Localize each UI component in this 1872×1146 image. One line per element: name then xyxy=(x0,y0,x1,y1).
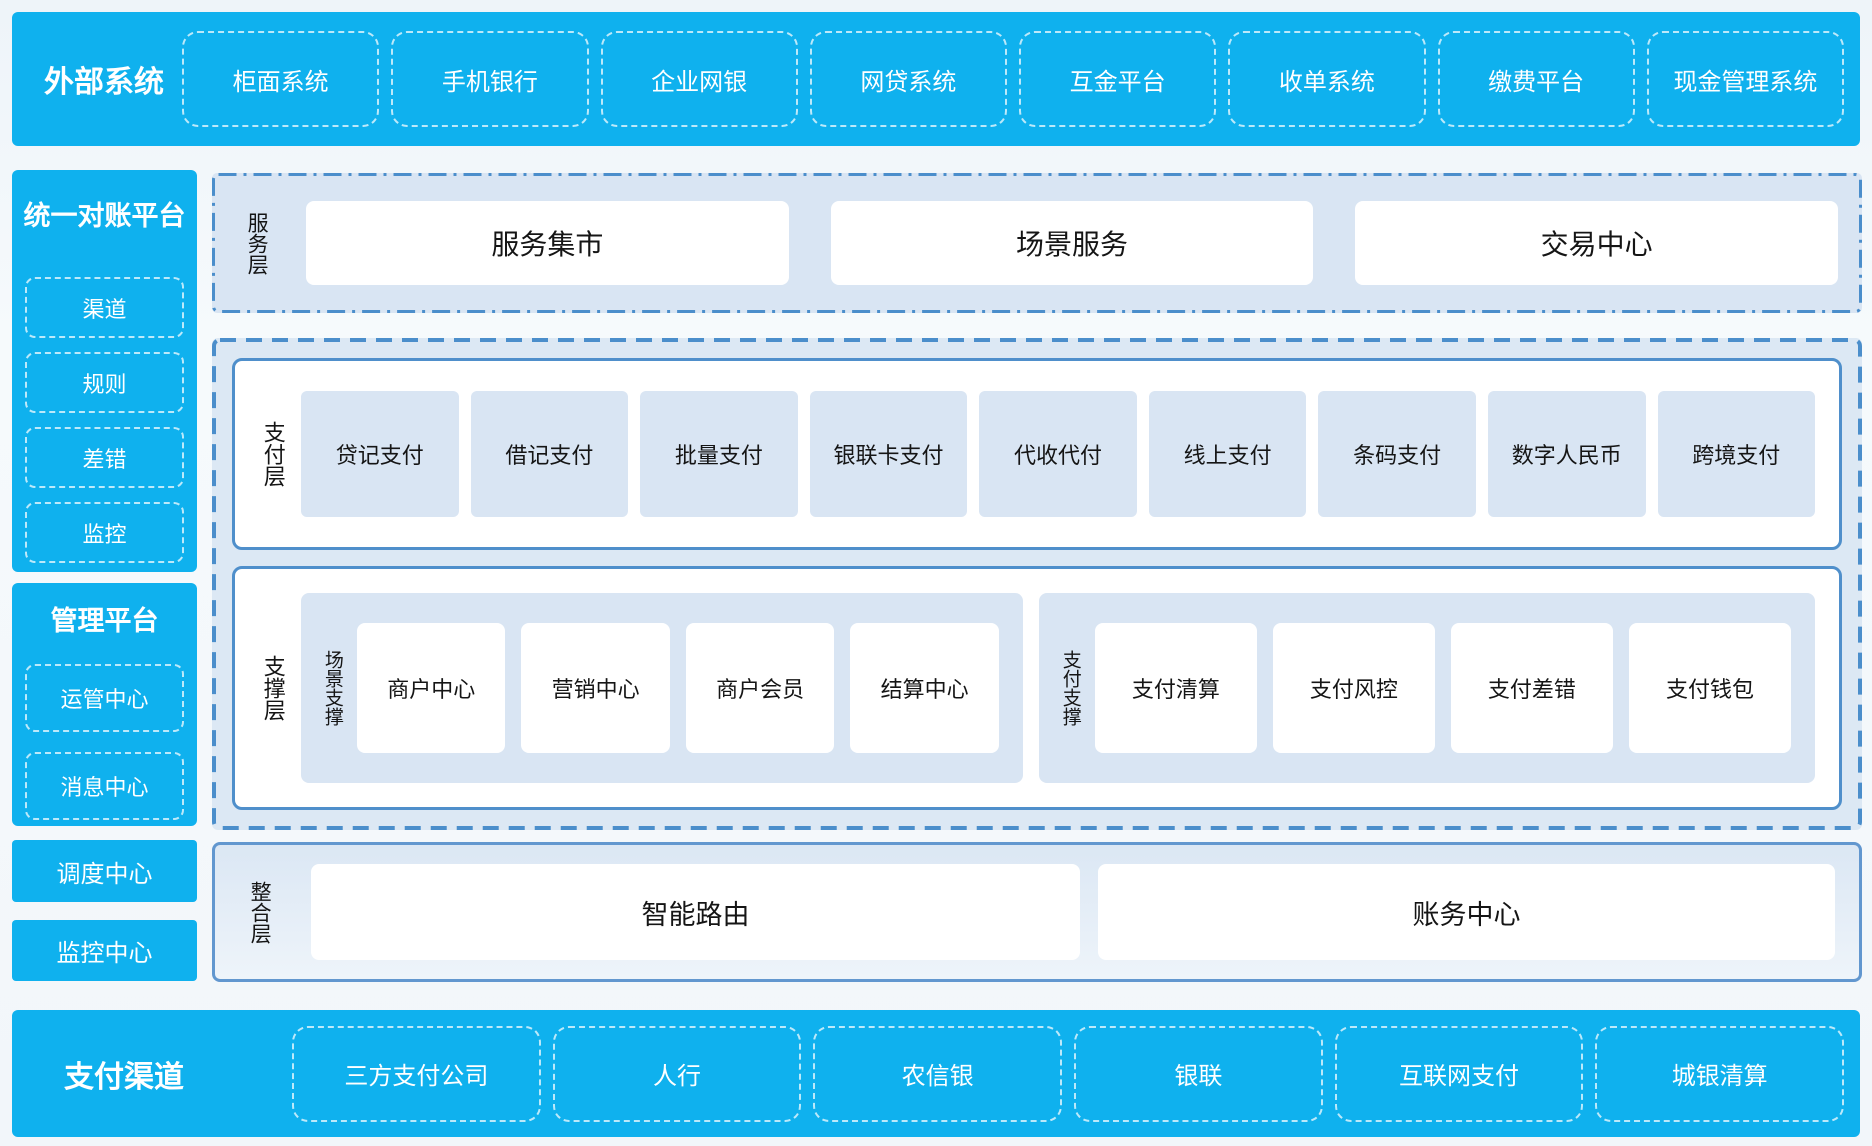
external-systems-items: 柜面系统 手机银行 企业网银 网贷系统 互金平台 收单系统 缴费平台 现金管理系… xyxy=(182,31,1844,127)
payment-channel-box: 人行 xyxy=(552,1025,802,1122)
external-system-box: 手机银行 xyxy=(391,31,589,127)
external-system-box: 缴费平台 xyxy=(1437,31,1635,127)
service-layer-panel: 服务层 服务集市 场景服务 交易中心 xyxy=(212,173,1862,313)
payment-card: 贷记支付 xyxy=(301,391,459,517)
integration-layer-label: 整合层 xyxy=(248,880,272,944)
service-layer-label: 服务层 xyxy=(245,211,269,275)
management-items: 运管中心 消息中心 xyxy=(25,664,184,820)
payment-card: 批量支付 xyxy=(640,391,798,517)
payment-channel-box: 三方支付公司 xyxy=(292,1025,541,1122)
external-system-box: 企业网银 xyxy=(600,31,798,127)
integration-layer-cards: 智能路由 账务中心 xyxy=(311,864,1835,960)
integration-card: 智能路由 xyxy=(311,864,1080,960)
service-card: 服务集市 xyxy=(306,201,789,285)
scheduling-center-block: 调度中心 xyxy=(12,840,197,902)
support-card: 支付差错 xyxy=(1450,623,1613,753)
payment-channel-box: 银联 xyxy=(1074,1025,1323,1122)
management-item: 消息中心 xyxy=(25,752,184,820)
payment-channel-box: 互联网支付 xyxy=(1334,1025,1584,1122)
external-system-box: 柜面系统 xyxy=(182,31,380,127)
payment-card: 借记支付 xyxy=(470,391,629,517)
external-system-box: 网贷系统 xyxy=(809,31,1007,127)
integration-card: 账务中心 xyxy=(1097,864,1835,960)
reconciliation-item: 规则 xyxy=(25,352,184,413)
service-layer-cards: 服务集市 场景服务 交易中心 xyxy=(306,201,1839,285)
management-platform-panel: 管理平台 运管中心 消息中心 xyxy=(12,583,197,826)
management-item: 运管中心 xyxy=(25,664,184,732)
payment-card: 条码支付 xyxy=(1318,391,1476,517)
support-card: 结算中心 xyxy=(850,623,999,753)
payment-layer-cards: 贷记支付 借记支付 批量支付 银联卡支付 代收代付 线上支付 条码支付 数字人民… xyxy=(301,391,1816,517)
payment-support-dashed-group: 支付层 贷记支付 借记支付 批量支付 银联卡支付 代收代付 线上支付 条码支付 … xyxy=(212,338,1862,830)
payment-card: 代收代付 xyxy=(979,391,1137,517)
reconciliation-item: 渠道 xyxy=(25,277,184,338)
scene-support-group: 场景支撑 商户中心 营销中心 商户会员 结算中心 xyxy=(301,593,1023,783)
support-layer-box: 支撑层 场景支撑 商户中心 营销中心 商户会员 结算中心 支付支撑 支付清算 支… xyxy=(232,566,1842,810)
support-card: 支付清算 xyxy=(1094,623,1257,753)
support-card: 支付钱包 xyxy=(1628,623,1791,753)
support-layer-groups: 场景支撑 商户中心 营销中心 商户会员 结算中心 支付支撑 支付清算 支付风控 … xyxy=(301,593,1815,783)
payment-support-cards: 支付清算 支付风控 支付差错 支付钱包 xyxy=(1094,623,1791,753)
support-card: 营销中心 xyxy=(521,623,670,753)
scene-support-label: 场景支撑 xyxy=(321,650,343,726)
payment-card: 跨境支付 xyxy=(1657,391,1816,517)
payment-card: 数字人民币 xyxy=(1487,391,1646,517)
service-card: 场景服务 xyxy=(830,201,1314,285)
reconciliation-items: 渠道 规则 差错 监控 xyxy=(25,277,184,563)
payment-channels-items: 三方支付公司 人行 农信银 银联 互联网支付 城银清算 xyxy=(292,1025,1845,1122)
payment-layer-label: 支付层 xyxy=(260,421,286,487)
payment-channels-band: 支付渠道 三方支付公司 人行 农信银 银联 互联网支付 城银清算 xyxy=(12,1010,1860,1137)
support-layer-label: 支撑层 xyxy=(260,655,286,721)
payment-channels-title: 支付渠道 xyxy=(64,1060,184,1094)
external-system-box: 现金管理系统 xyxy=(1646,31,1844,127)
external-systems-band: 外部系统 柜面系统 手机银行 企业网银 网贷系统 互金平台 收单系统 缴费平台 … xyxy=(12,12,1860,146)
management-platform-title: 管理平台 xyxy=(50,606,159,636)
scene-support-cards: 商户中心 营销中心 商户会员 结算中心 xyxy=(357,623,999,753)
service-card: 交易中心 xyxy=(1355,201,1839,285)
external-system-box: 收单系统 xyxy=(1228,31,1426,127)
reconciliation-platform-panel: 统一对账平台 渠道 规则 差错 监控 xyxy=(12,170,197,572)
external-systems-title: 外部系统 xyxy=(44,66,164,99)
monitoring-center-block: 监控中心 xyxy=(12,920,197,981)
external-system-box: 互金平台 xyxy=(1019,31,1217,127)
payment-card: 线上支付 xyxy=(1148,391,1307,517)
support-card: 商户会员 xyxy=(685,623,835,753)
payment-support-group: 支付支撑 支付清算 支付风控 支付差错 支付钱包 xyxy=(1038,593,1815,783)
reconciliation-item: 差错 xyxy=(25,427,184,488)
payment-channel-box: 城银清算 xyxy=(1595,1025,1845,1122)
payment-channel-box: 农信银 xyxy=(813,1025,1063,1122)
support-card: 支付风控 xyxy=(1272,623,1435,753)
support-card: 商户中心 xyxy=(357,623,506,753)
integration-layer-panel: 整合层 智能路由 账务中心 xyxy=(212,842,1862,982)
payment-card: 银联卡支付 xyxy=(809,391,968,517)
reconciliation-item: 监控 xyxy=(25,502,184,563)
payment-support-label: 支付支撑 xyxy=(1059,650,1081,726)
reconciliation-platform-title: 统一对账平台 xyxy=(23,201,186,231)
payment-layer-box: 支付层 贷记支付 借记支付 批量支付 银联卡支付 代收代付 线上支付 条码支付 … xyxy=(232,358,1842,550)
